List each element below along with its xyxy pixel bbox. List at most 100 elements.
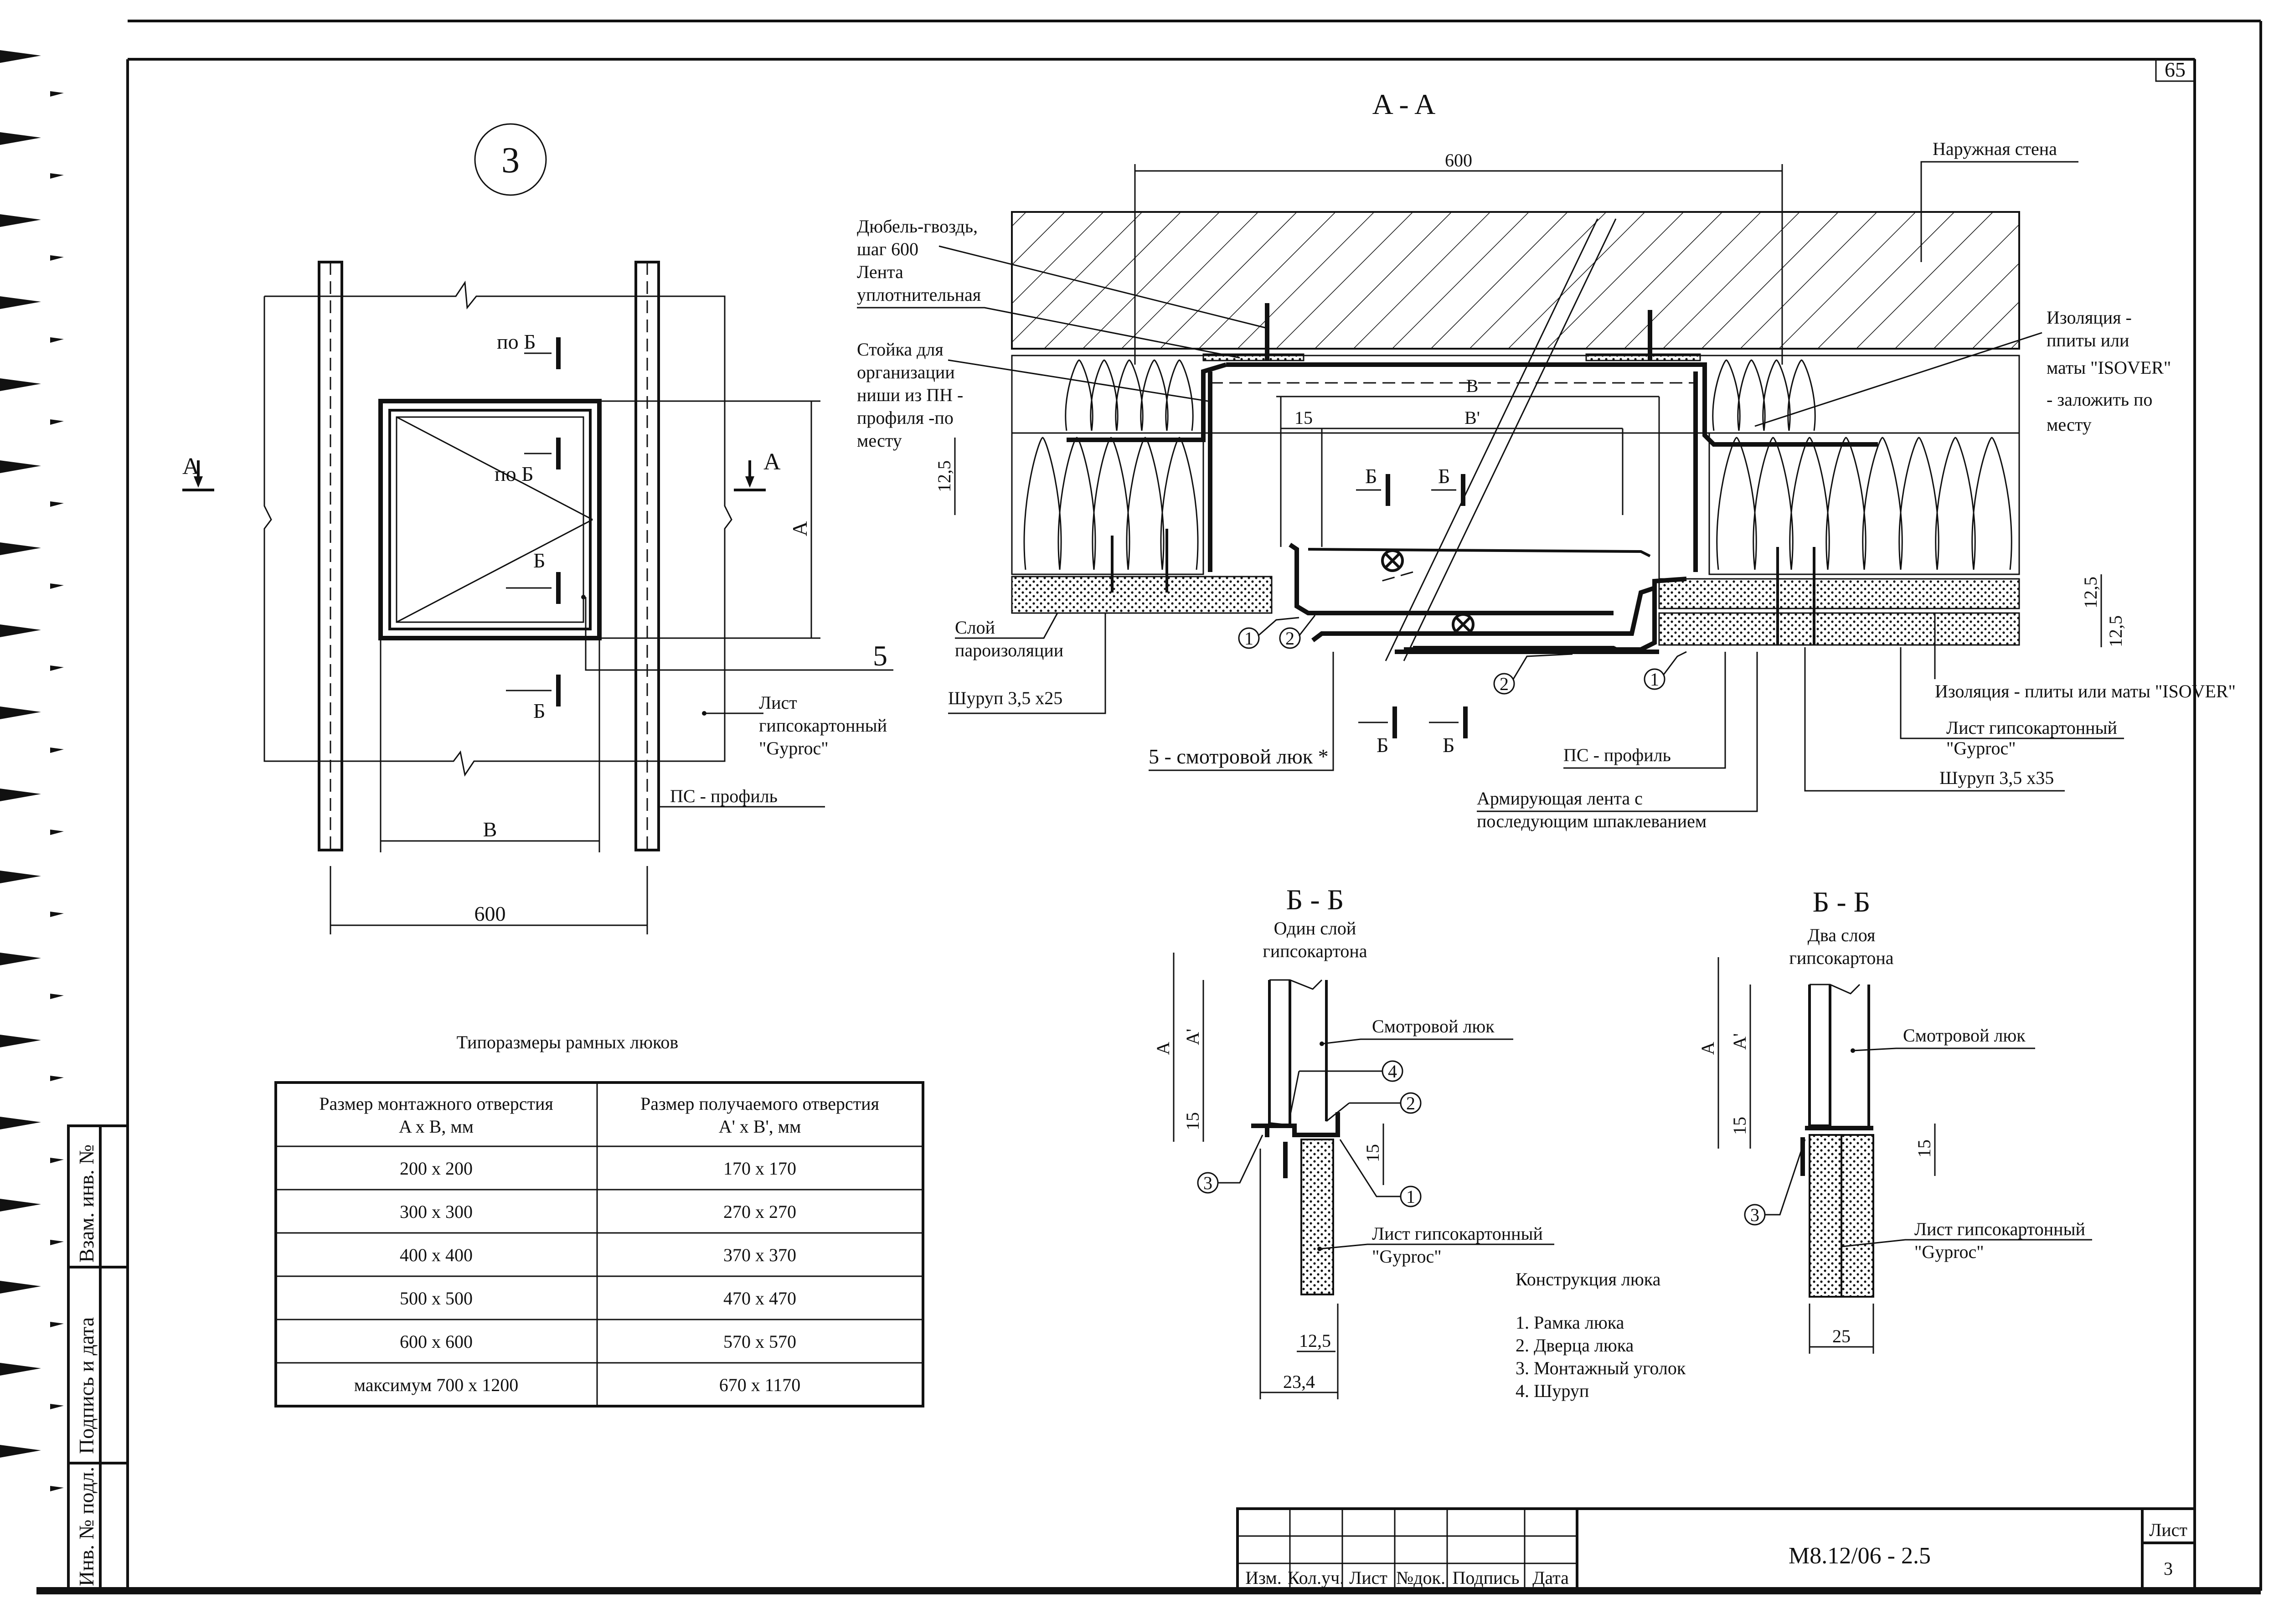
table-cell: 400 x 400: [400, 1245, 473, 1265]
binding-marks: [0, 50, 64, 1491]
stamp-col-sign: Подпись: [1453, 1567, 1520, 1588]
table-cell: 270 x 270: [723, 1201, 796, 1222]
table-cell: 170 x 170: [723, 1158, 796, 1179]
aa-b-3: Б: [1365, 464, 1377, 488]
binding-mark: [0, 1445, 41, 1458]
binding-mark: [50, 91, 64, 97]
binding-mark: [50, 173, 64, 179]
binding-mark: [0, 706, 41, 719]
bb-right-gkl-1: Лист гипсокартонный: [1914, 1219, 2085, 1239]
insulation-loop: [1935, 437, 1976, 570]
table-cell: 200 x 200: [400, 1158, 473, 1179]
insulation-loop: [1140, 359, 1169, 431]
bb-left-marker-1: 1: [1406, 1186, 1415, 1207]
insulation-loop: [1716, 437, 1757, 570]
aa-dim-12-5-right-2: 12,5: [2105, 615, 2126, 647]
plan-b-markers: по Б по Б Б Б: [495, 330, 561, 722]
plan-sheet-label-3: "Gyproc": [759, 738, 829, 758]
stamp-col-date: Дата: [1532, 1567, 1569, 1588]
aa-stud-2: организации: [857, 362, 955, 382]
aa-tape-reinforce-2: последующим шпаклеванием: [1477, 811, 1707, 831]
binding-mark: [0, 1281, 41, 1294]
construction-item-1: 1. Рамка люка: [1516, 1312, 1624, 1333]
plan-view-number: 3: [501, 140, 520, 180]
insulation-loop: [1898, 437, 1939, 570]
binding-mark: [50, 665, 64, 671]
sheet-label: Лист: [2149, 1520, 2187, 1540]
insulation-loop: [1753, 437, 1794, 570]
section-aa: A - A 600: [857, 88, 2236, 831]
stamp-col-izm: Изм.: [1245, 1567, 1281, 1588]
aa-insulation-right-2: ппиты или: [2047, 330, 2129, 351]
aa-stud-5: месту: [857, 430, 902, 451]
aa-vapor-1: Слой: [955, 617, 995, 638]
plan-sheet-label-1: Лист: [759, 692, 797, 713]
bb-left-dim-15-a: 15: [1182, 1112, 1203, 1130]
bb-right-sub-1: Два слоя: [1808, 925, 1876, 945]
construction-legend: Конструкция люка 1. Рамка люка 2. Дверца…: [1516, 1269, 1686, 1401]
aa-dim-b: B: [1466, 376, 1479, 396]
bb-left-title: Б - Б: [1286, 883, 1344, 916]
aa-dim-600: 600: [1445, 150, 1472, 170]
page-number: 65: [2165, 58, 2186, 81]
aa-tape-2: уплотнительная: [857, 284, 981, 305]
bb-right-dim-a: A: [1697, 1041, 1718, 1055]
stamp-col-kol: Кол.уч.: [1288, 1567, 1344, 1588]
bb-right-title: Б - Б: [1813, 886, 1871, 918]
binding-mark: [50, 583, 64, 589]
table-cell: 500 x 500: [400, 1288, 473, 1309]
bb-left-dim-15-b: 15: [1362, 1144, 1383, 1162]
section-bb-right: Б - Б Два слоя гипсокартона A A' 15 15 2…: [1697, 886, 2092, 1354]
bb-right-dim-a-prime: A': [1729, 1033, 1750, 1050]
plan-po-b-1: по Б: [497, 330, 536, 353]
binding-mark: [50, 1322, 64, 1327]
aa-marker-2-right: 2: [1500, 674, 1509, 694]
side-stamp: Взам. инв. № Подпись и дата Инв. № подл.: [67, 1124, 129, 1592]
binding-mark: [50, 337, 64, 343]
bb-left-dim-23-4: 23,4: [1283, 1371, 1315, 1392]
binding-mark: [0, 624, 41, 637]
binding-mark: [50, 748, 64, 753]
binding-mark: [0, 1199, 41, 1212]
plan-b-4: Б: [533, 699, 545, 722]
plan-dim-b: B: [483, 818, 497, 841]
aa-gkl-1: Лист гипсокартонный: [1946, 717, 2117, 738]
binding-mark: [50, 1486, 64, 1491]
table-cell: 370 x 370: [723, 1245, 796, 1265]
table-title: Типоразмеры рамных люков: [457, 1032, 679, 1052]
aa-insulation-bottom: Изоляция - плиты или маты "ISOVER": [1935, 681, 2236, 701]
table-header-2a: Размер получаемого отверстия: [640, 1093, 879, 1114]
insulation-loop: [1787, 359, 1816, 431]
binding-mark: [0, 460, 41, 473]
aa-marker-1-right: 1: [1650, 669, 1659, 690]
aa-vapor-2: пароизоляции: [955, 640, 1063, 660]
stamp-col-list: Лист: [1349, 1567, 1387, 1588]
bb-right-marker-3: 3: [1750, 1205, 1759, 1225]
insulation-loop: [1065, 359, 1093, 431]
aa-b-4: Б: [1438, 464, 1450, 488]
plan-dim-600: 600: [474, 902, 506, 925]
aa-stud-4: профиля -по: [857, 407, 954, 428]
doc-code: M8.12/06 - 2.5: [1789, 1543, 1931, 1569]
binding-mark: [50, 501, 64, 507]
bb-left-sub-2: гипсокартона: [1263, 941, 1367, 961]
bb-left-dim-a: A: [1153, 1041, 1173, 1055]
insulation-loop: [1126, 437, 1165, 570]
aa-gkl-2: "Gyproc": [1946, 738, 2016, 758]
bb-left-marker-3: 3: [1203, 1173, 1212, 1193]
binding-mark: [50, 255, 64, 261]
binding-mark: [50, 912, 64, 917]
aa-screw-25: Шуруп 3,5 х25: [948, 688, 1062, 708]
aa-insulation-right-1: Изоляция -: [2047, 307, 2132, 328]
binding-mark: [0, 871, 41, 883]
construction-item-4: 4. Шуруп: [1516, 1381, 1589, 1401]
table-cell: 470 x 470: [723, 1288, 796, 1309]
insulation-loop: [1862, 437, 1903, 570]
aa-b-1: Б: [1377, 733, 1388, 757]
construction-item-2: 2. Дверца люка: [1516, 1335, 1634, 1356]
insulation-loop: [1762, 359, 1791, 431]
aa-stud-1: Стойка для: [857, 339, 944, 360]
binding-mark: [50, 830, 64, 835]
binding-mark: [0, 378, 41, 391]
binding-mark: [0, 1363, 41, 1376]
